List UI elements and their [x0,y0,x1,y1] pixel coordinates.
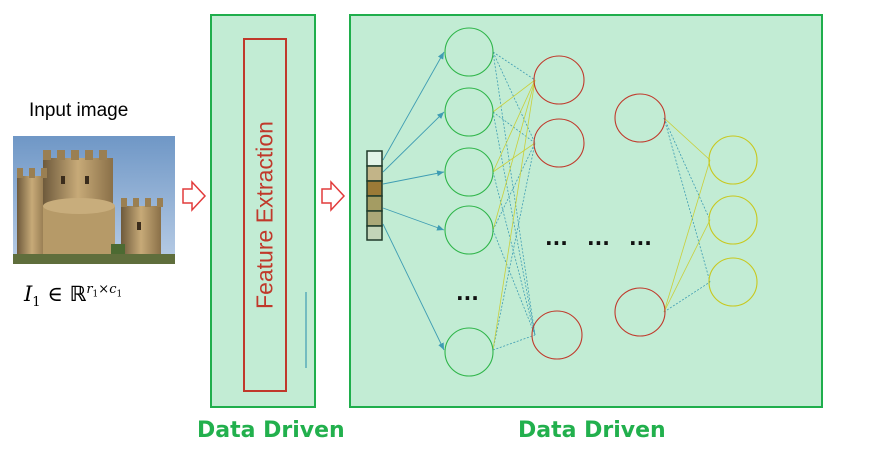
node-layer1 [444,327,494,377]
caption-data-driven-right: Data Driven [518,418,666,443]
node-layer3 [614,287,666,337]
vector-cell [366,180,383,197]
edge-l1-l2 [492,79,536,113]
edge-l1-l2 [492,111,536,144]
edge-vector-n1 [382,51,445,161]
edge-l1-l2 [492,142,536,173]
vector-cell [366,165,383,182]
formula-exp-r-sub: 1 [92,289,99,300]
formula-exp-c-sub: 1 [116,289,123,300]
edge-l3-out [663,219,711,313]
edge-l1-l2 [492,142,536,231]
edge-l1-l2 [492,334,536,351]
edge-l1-l2 [492,79,536,351]
ellipsis-hidden-3: ... [629,226,652,250]
input-dimension-formula: I1 ∈ ℝr1×c1 [24,282,122,310]
formula-exp-r: r [86,282,93,297]
edge-l1-l2 [492,142,536,351]
caption-data-driven-left: Data Driven [197,418,345,443]
node-layer1 [444,27,494,77]
edge-l1-l2 [492,171,536,336]
edge-vector-n3 [382,170,445,185]
node-layer2 [533,55,585,105]
node-output [708,195,758,245]
formula-exp-c: c [109,282,117,297]
edge-l3-out [663,117,711,161]
ellipsis-hidden-1: ... [545,226,568,250]
formula-subscript: 1 [32,295,41,311]
feature-extraction-panel [210,14,316,408]
edge-l1-l2 [492,51,536,144]
edge-vector-n5 [382,223,445,351]
input-image [13,136,175,264]
flow-arrow-1 [182,180,207,212]
node-layer2 [533,118,585,168]
input-image-label: Input image [29,100,129,121]
node-output [708,257,758,307]
edge-l1-l2 [492,79,536,173]
vector-cell [366,150,383,167]
formula-space: ℝ [69,282,87,306]
edge-l1-l2 [492,111,536,336]
vector-cell [366,210,383,227]
edge-l1-l2 [492,51,536,81]
flow-arrow-2 [321,180,346,212]
edge-l1-l2 [492,51,536,336]
node-output [708,135,758,185]
vector-cell [366,195,383,212]
node-layer3 [614,93,666,143]
edge-l1-l2 [492,229,536,336]
formula-times: × [98,282,110,297]
node-layer1 [444,147,494,197]
edge-l3-out [663,117,711,221]
feature-extraction-box: Feature Extraction [243,38,287,392]
edge-l3-out [663,281,711,313]
formula-relation: ∈ [47,282,63,306]
vector-cell [366,225,383,241]
edge-l3-out [663,159,711,313]
ellipsis-hidden-2: ... [587,226,610,250]
node-layer1 [444,205,494,255]
edge-vector-n4 [382,207,445,231]
node-layer2 [531,310,583,360]
edge-l1-l2 [492,79,536,231]
edge-l3-out [663,117,711,283]
formula-symbol: I [24,282,33,306]
edge-vector-n2 [382,111,445,173]
node-layer1 [444,87,494,137]
ellipsis-layer1: ... [456,281,479,305]
